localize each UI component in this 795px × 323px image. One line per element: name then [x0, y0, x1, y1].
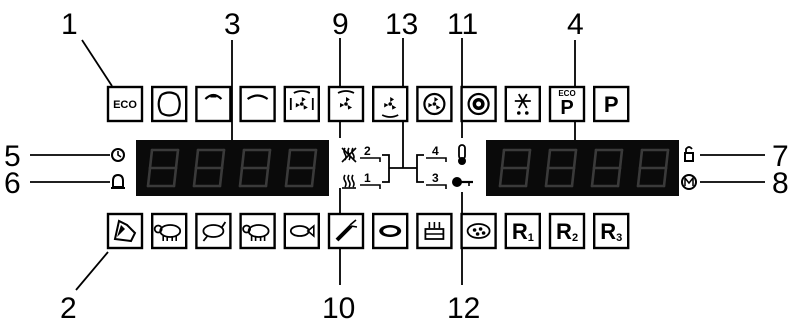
callout-7: 7	[772, 140, 789, 173]
leader-1	[81, 39, 113, 87]
cake-icon[interactable]	[416, 212, 453, 250]
pizza-icon[interactable]	[372, 212, 409, 250]
gratin-icon[interactable]	[460, 212, 497, 250]
fan-bottom-heat-icon[interactable]	[372, 85, 409, 123]
button-frame	[106, 85, 144, 123]
svg-text:ECO: ECO	[113, 99, 137, 111]
display-digit	[238, 148, 272, 188]
callout-numbers: 1 2 3 4 5 6 7 8 9 10 11 12 13	[4, 8, 789, 323]
beef-icon[interactable]	[106, 212, 144, 250]
pork-icon[interactable]	[150, 212, 188, 250]
left-display-digits	[146, 148, 318, 188]
callout-12: 12	[447, 292, 480, 323]
vegetables-icon[interactable]	[327, 212, 365, 250]
steam-off-icon	[341, 147, 357, 163]
svg-text:2: 2	[572, 232, 578, 244]
fan-grill-icon[interactable]	[283, 85, 320, 123]
callout-5: 5	[4, 140, 21, 173]
lamb-icon[interactable]	[239, 212, 276, 250]
alarm-indicator	[111, 173, 125, 189]
fish-icon[interactable]	[283, 212, 320, 250]
button-frame	[548, 212, 586, 250]
right-display-digits	[498, 148, 670, 188]
timer-indicator	[111, 148, 125, 162]
button-frame	[548, 85, 586, 123]
svg-text:R: R	[600, 219, 616, 244]
eco-key[interactable]: ECO	[106, 85, 144, 123]
child-lock-indicator	[684, 146, 694, 162]
svg-text:2: 2	[364, 144, 371, 158]
display-digit	[146, 148, 180, 188]
button-frame	[593, 212, 630, 250]
clock-icon	[111, 148, 125, 162]
button-frame	[195, 212, 232, 250]
bracket-13-right	[416, 154, 424, 183]
shelf-level-2: 2	[360, 144, 381, 162]
humidity-icon	[342, 174, 356, 189]
callout-6: 6	[4, 167, 21, 200]
bell-icon	[112, 173, 124, 188]
svg-text:3: 3	[616, 232, 622, 244]
display-digit	[544, 148, 578, 188]
callout-3: 3	[224, 8, 241, 41]
button-frame	[416, 212, 453, 250]
callout-8: 8	[772, 167, 789, 200]
shelf-level-3: 3	[426, 171, 447, 189]
callout-2: 2	[60, 292, 77, 323]
button-frame	[195, 85, 232, 123]
grill-icon[interactable]	[195, 85, 232, 123]
display-digit	[636, 148, 670, 188]
poultry-icon[interactable]	[195, 212, 232, 250]
callout-9: 9	[332, 8, 349, 41]
button-frame	[504, 85, 541, 123]
pizza-fan-icon[interactable]	[460, 85, 497, 123]
button-frame	[504, 212, 541, 250]
display-digit	[284, 148, 318, 188]
svg-text:1: 1	[364, 171, 371, 185]
callout-13: 13	[385, 8, 418, 41]
lock-icon	[684, 152, 694, 162]
callout-10: 10	[322, 292, 355, 323]
memory-indicator	[681, 174, 697, 190]
center-indicators: 2 1 4 3	[341, 144, 473, 189]
defrost-icon[interactable]	[504, 85, 541, 123]
svg-text:R: R	[512, 219, 528, 244]
callout-4: 4	[567, 8, 584, 41]
top-bottom-heat-icon[interactable]	[150, 85, 188, 123]
callout-1: 1	[61, 8, 78, 41]
svg-text:P: P	[560, 97, 573, 119]
small-grill-icon[interactable]	[239, 85, 276, 123]
meat-probe-icon	[452, 177, 473, 187]
fan-ring-heat-icon[interactable]	[416, 85, 453, 123]
button-frame	[593, 85, 630, 123]
fan-upper-heat-icon[interactable]	[327, 85, 365, 123]
display-digit	[590, 148, 624, 188]
svg-text:ECO: ECO	[558, 89, 575, 98]
display-digit	[498, 148, 532, 188]
leader-2	[75, 251, 109, 291]
display-digit	[192, 148, 226, 188]
svg-text:1: 1	[528, 232, 534, 244]
svg-text:R: R	[556, 219, 572, 244]
shelf-level-4: 4	[426, 144, 447, 162]
shelf-level-1: 1	[360, 171, 381, 189]
memory-icon	[681, 174, 697, 190]
button-frame	[239, 85, 276, 123]
bracket-13-left	[382, 154, 390, 183]
pyrolysis-key[interactable]: P	[593, 85, 630, 123]
thermometer-icon	[458, 144, 466, 165]
svg-text:P: P	[604, 92, 619, 117]
button-frame	[239, 212, 276, 250]
callout-11: 11	[447, 8, 478, 41]
svg-text:3: 3	[432, 171, 439, 185]
svg-text:4: 4	[432, 144, 439, 158]
